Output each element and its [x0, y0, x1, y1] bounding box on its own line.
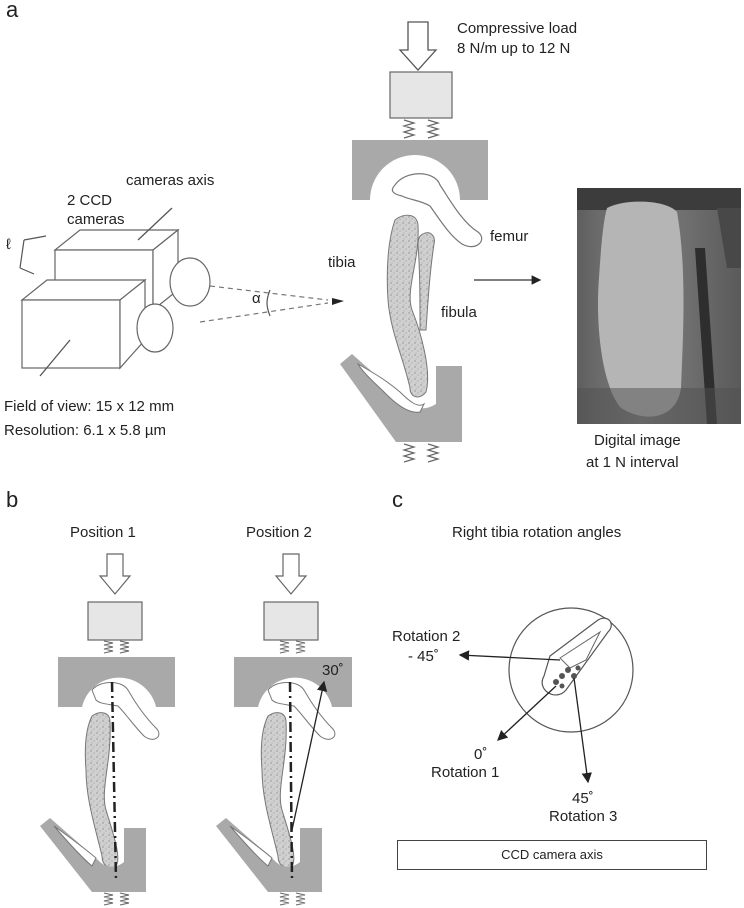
image-label-line1: Digital image [594, 432, 681, 449]
spring-top [401, 119, 441, 139]
panel-label-a: a [6, 0, 19, 22]
ccd-camera-axis-box: CCD camera axis [397, 840, 707, 870]
ell-label: ℓ [6, 236, 11, 253]
femur-label: femur [490, 228, 529, 245]
fibula-label: fibula [441, 304, 477, 321]
angle-30-label: 30˚ [322, 662, 344, 679]
load-label-line2: 8 N/m up to 12 N [457, 40, 571, 57]
rig-position-1 [40, 553, 175, 906]
rotation-diagram [458, 607, 634, 784]
rotation-2-label: Rotation 2 [392, 628, 461, 645]
tibia-label: tibia [328, 254, 356, 271]
rotation-2-angle: - 45˚ [408, 648, 439, 665]
rig-position-2 [216, 553, 352, 906]
upper-cup [352, 140, 488, 200]
panel-label-c: c [392, 487, 403, 512]
position-1-label: Position 1 [70, 524, 136, 541]
rotation-3-label: Rotation 3 [549, 808, 618, 825]
spring-bottom [401, 443, 441, 463]
foot-outline [356, 362, 426, 413]
femur-outline [391, 173, 483, 248]
load-cell [389, 71, 453, 119]
digital-image-photo [577, 188, 741, 424]
panel-label-b: b [6, 487, 19, 512]
cameras-label-line1: 2 CCD [67, 192, 113, 209]
resolution-label: Resolution: 6.1 x 5.8 µm [4, 422, 167, 439]
rotation-title: Right tibia rotation angles [452, 524, 622, 541]
rotation-1-label: Rotation 1 [431, 764, 500, 781]
image-label-line2: at 1 N interval [586, 454, 679, 471]
cameras-label-line2: cameras [67, 211, 125, 228]
fov-label: Field of view: 15 x 12 mm [4, 398, 175, 415]
rig-main [340, 21, 488, 463]
load-label-line1: Compressive load [457, 20, 578, 37]
load-arrow [398, 21, 438, 71]
fibula-bone [417, 232, 435, 331]
rotation-1-angle: 0˚ [474, 746, 488, 763]
cameras-axis-label: cameras axis [126, 172, 215, 189]
tibia-bone [386, 214, 429, 398]
ccd-cameras [20, 228, 211, 370]
rotation-3-angle: 45˚ [572, 790, 594, 807]
position-2-label: Position 2 [246, 524, 312, 541]
alpha-label: α [252, 290, 261, 307]
